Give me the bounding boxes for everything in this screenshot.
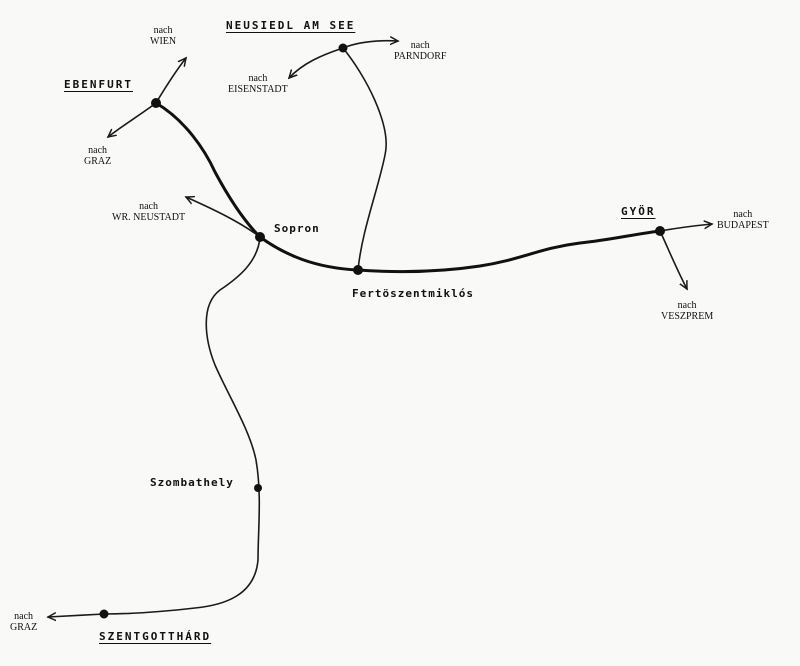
direction-destination: EISENSTADT: [228, 84, 288, 95]
node-szentgotthard: [99, 609, 109, 619]
station-label-fertoszentmiklos: Fertöszentmiklós: [352, 287, 474, 300]
direction-destination: WIEN: [150, 36, 177, 47]
arrow-to-eisenstadt: [289, 47, 344, 78]
arrow-to-budapest: [659, 224, 712, 232]
arrow-to-wr-neustadt: [186, 197, 261, 238]
arrow-to-wien: [155, 58, 186, 104]
node-szombathely: [254, 484, 262, 492]
direction-veszprem: nach VESZPREM: [661, 300, 713, 322]
direction-destination: VESZPREM: [661, 311, 714, 322]
direction-wien: nach WIEN: [150, 25, 176, 47]
direction-destination: PARNDORF: [394, 51, 447, 62]
direction-prefix: nach: [153, 25, 173, 36]
station-label-neusiedl: NEUSIEDL AM SEE: [226, 19, 356, 32]
direction-prefix: nach: [139, 201, 158, 212]
station-label-szentgotthard: SZENTGOTTHÁRD: [99, 630, 212, 643]
direction-prefix: nach: [677, 300, 697, 311]
direction-destination: BUDAPEST: [717, 220, 769, 231]
direction-prefix: nach: [14, 611, 34, 622]
station-label-sopron: Sopron: [274, 222, 320, 235]
arrow-to-parndorf: [342, 41, 398, 49]
station-label-gyor: GYÖR: [621, 205, 656, 218]
node-ebenfurt: [151, 98, 161, 108]
node-sopron: [255, 232, 265, 242]
node-neusiedl: [338, 43, 348, 53]
line-neusiedl-fertoszentmiklos: [342, 47, 387, 271]
direction-prefix: nach: [733, 209, 753, 220]
direction-budapest: nach BUDAPEST: [717, 209, 769, 231]
arrow-to-veszprem: [659, 230, 688, 289]
direction-graz-north: nach GRAZ: [84, 145, 111, 167]
direction-prefix: nach: [248, 73, 268, 84]
direction-destination: WR. NEUSTADT: [112, 212, 186, 223]
direction-prefix: nach: [410, 40, 430, 51]
line-sopron-szentgotthard: [103, 236, 261, 615]
station-label-szombathely: Szombathely: [150, 476, 234, 489]
arrow-to-graz-north: [108, 102, 157, 137]
arrow-to-graz-south: [48, 614, 105, 617]
node-gyor: [655, 226, 665, 236]
direction-destination: GRAZ: [84, 156, 112, 167]
direction-wr-neustadt: nach WR. NEUSTADT: [112, 201, 185, 223]
direction-eisenstadt: nach EISENSTADT: [228, 73, 288, 95]
station-label-ebenfurt: EBENFURT: [64, 78, 133, 91]
node-fertoszentmiklos: [353, 265, 363, 275]
direction-prefix: nach: [88, 145, 108, 156]
main-line-ebenfurt-gyor: [154, 101, 662, 274]
direction-graz-south: nach GRAZ: [10, 611, 37, 633]
direction-parndorf: nach PARNDORF: [394, 40, 446, 62]
direction-destination: GRAZ: [10, 622, 38, 633]
